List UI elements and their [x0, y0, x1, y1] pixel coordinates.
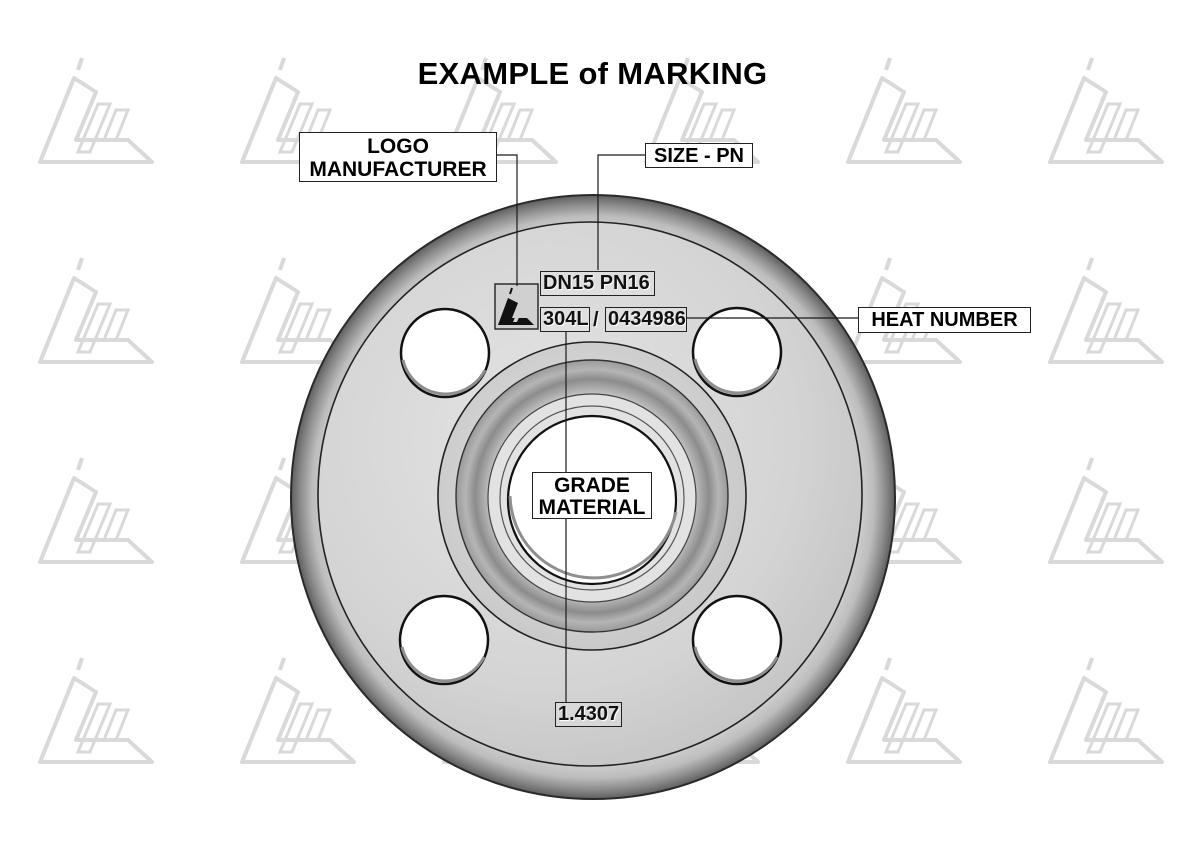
bolt-hole-top-left	[399, 307, 491, 399]
marking-heat-number: 0434986	[605, 307, 687, 332]
callout-logo-line2: MANUFACTURER	[309, 158, 487, 181]
manufacturer-logo-icon	[494, 283, 539, 330]
watermark-logo-icon	[38, 656, 154, 764]
callout-logo-line1: LOGO	[367, 135, 429, 158]
bolt-hole-top-right	[691, 306, 783, 398]
marking-size-rating: DN15 PN16	[540, 271, 655, 296]
callout-grade-line1: GRADE	[554, 474, 630, 497]
callout-grade-line2: MATERIAL	[538, 496, 646, 519]
page-title: EXAMPLE of MARKING	[417, 56, 768, 91]
leader-logo	[496, 154, 518, 286]
watermark-logo-icon	[240, 656, 356, 764]
leader-size-pn	[597, 154, 646, 270]
bolt-hole-bottom-right	[691, 594, 783, 686]
watermark-logo-icon	[1048, 256, 1164, 364]
watermark-logo-icon	[846, 656, 962, 764]
callout-size-pn: SIZE - PN	[645, 143, 753, 168]
marking-grade: 304L	[540, 307, 590, 332]
callout-heat-number: HEAT NUMBER	[858, 307, 1031, 333]
bolt-hole-bottom-left	[398, 594, 490, 686]
watermark-logo-icon	[38, 456, 154, 564]
watermark-logo-icon	[1048, 456, 1164, 564]
watermark-logo-icon	[1048, 656, 1164, 764]
callout-grade-material: GRADE MATERIAL	[532, 472, 652, 519]
leader-lines	[496, 154, 860, 703]
marking-material-number: 1.4307	[555, 702, 622, 727]
callout-logo-manufacturer: LOGO MANUFACTURER	[299, 132, 497, 182]
marking-separator: /	[593, 309, 599, 331]
watermark-logo-icon	[38, 256, 154, 364]
